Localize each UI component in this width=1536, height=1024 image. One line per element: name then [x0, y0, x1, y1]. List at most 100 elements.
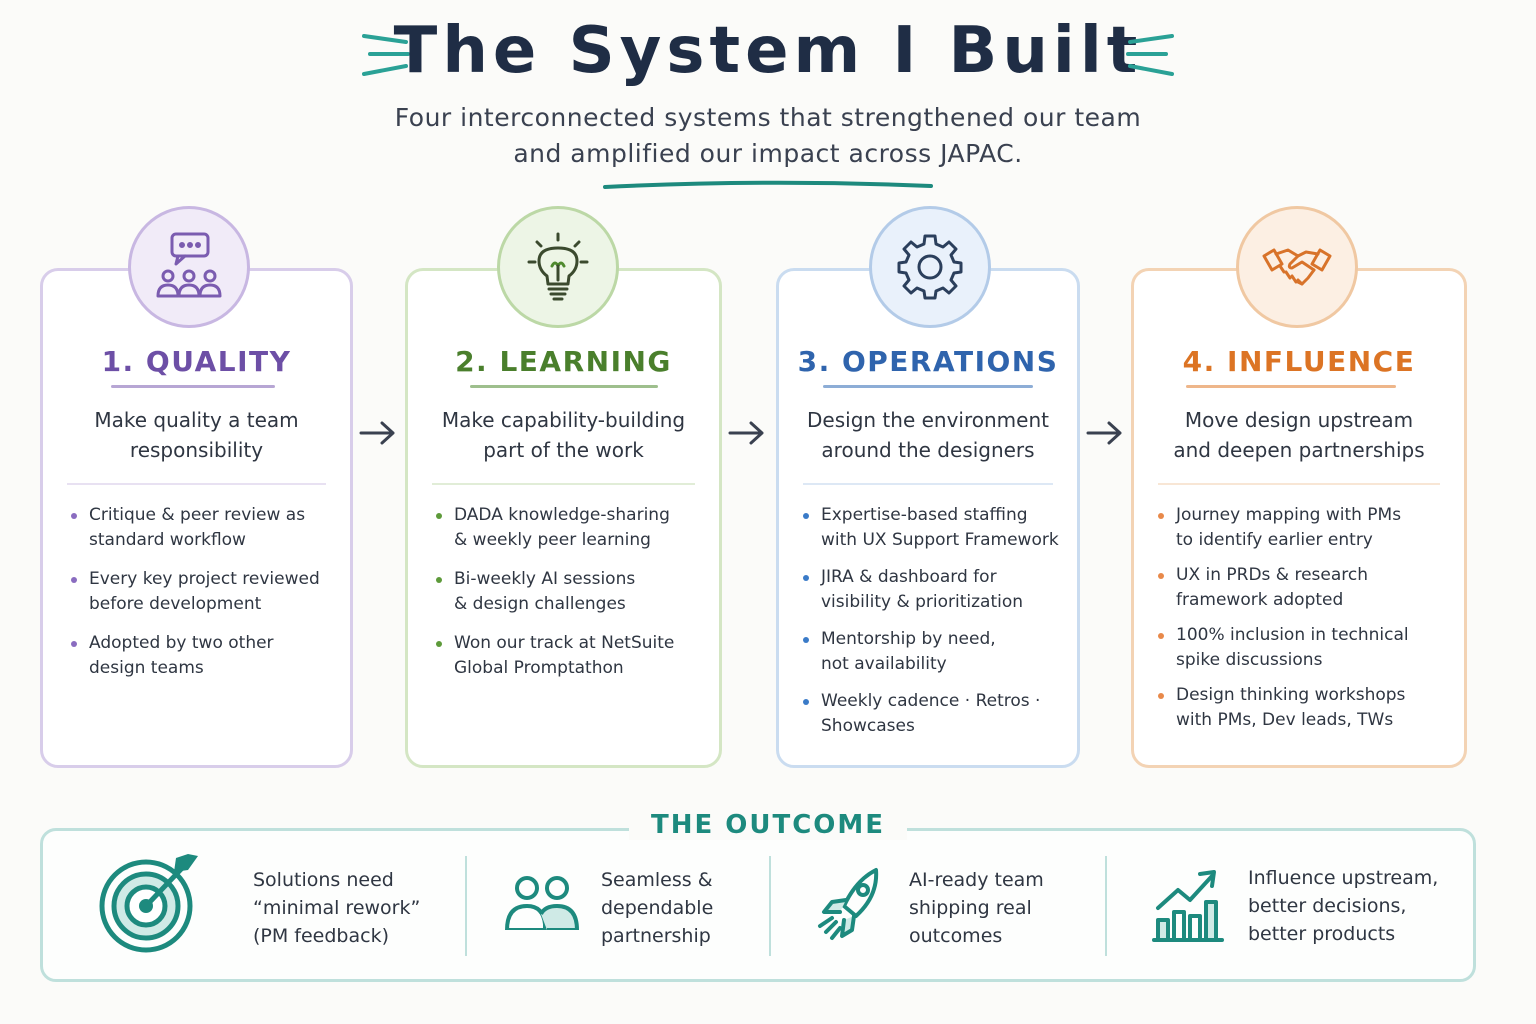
line: better decisions,	[1248, 895, 1407, 917]
line: Solutions need	[253, 869, 394, 891]
line: with PMs, Dev leads, TWs	[1176, 710, 1394, 730]
card-title: 2. LEARNING	[455, 345, 672, 378]
line: & weekly peer learning	[454, 530, 651, 550]
outcome-item: Influence upstream, better decisions, be…	[1152, 850, 1452, 960]
line: & design challenges	[454, 594, 626, 614]
subtitle-line-2: and amplified our impact across JAPAC.	[513, 139, 1023, 168]
line: Journey mapping with PMs	[1176, 505, 1402, 525]
line: 100% inclusion in technical	[1176, 625, 1409, 645]
page-subtitle: Four interconnected systems that strengt…	[0, 100, 1536, 172]
line: (PM feedback)	[253, 925, 389, 947]
divider	[803, 483, 1053, 485]
bullet-list: DADA knowledge-sharing & weekly peer lear…	[434, 503, 705, 695]
line: DADA knowledge-sharing	[454, 505, 670, 525]
line: before development	[89, 594, 262, 614]
outcome-text: Seamless & dependable partnership	[601, 866, 713, 950]
target-icon	[99, 854, 198, 953]
card-quality: 1. QUALITY Make quality a team responsib…	[40, 268, 353, 768]
line: dependable	[601, 897, 714, 919]
outcome-text: Solutions need “minimal rework” (PM feed…	[253, 866, 420, 950]
arrow-right-icon	[1086, 421, 1122, 445]
arrow-right-icon	[359, 421, 395, 445]
divider	[432, 483, 695, 485]
title-underline	[111, 385, 275, 388]
outcome-title: THE OUTCOME	[0, 810, 1536, 840]
title-underline	[823, 385, 1033, 388]
line: AI-ready team	[909, 869, 1044, 891]
card-description: Move design upstream and deepen partners…	[1144, 405, 1454, 465]
list-item: Every key project reviewed before develop…	[69, 567, 336, 617]
line: Mentorship by need,	[821, 629, 996, 649]
line: JIRA & dashboard for	[821, 567, 997, 587]
quality-badge	[128, 206, 250, 328]
desc-line: part of the work	[483, 438, 644, 462]
divider	[1105, 856, 1107, 956]
card-description: Make quality a team responsibility	[53, 405, 340, 465]
subtitle-line-1: Four interconnected systems that strengt…	[394, 103, 1142, 132]
card-title: 1. QUALITY	[101, 345, 292, 378]
line: Design thinking workshops	[1176, 685, 1406, 705]
desc-line: Design the environment	[807, 408, 1049, 432]
page-title: The System I Built	[393, 14, 1143, 88]
line: “minimal rework”	[253, 897, 421, 919]
card-title: 3. OPERATIONS	[797, 345, 1059, 378]
line: Global Promptathon	[454, 658, 624, 678]
list-item: Bi-weekly AI sessions& design challenges	[434, 567, 705, 617]
line: Influence upstream,	[1248, 867, 1439, 889]
title-underline	[1186, 385, 1396, 388]
desc-line: responsibility	[129, 438, 264, 462]
card-learning: 2. LEARNING Make capability-building par…	[405, 268, 722, 768]
line: standard workflow	[89, 530, 246, 550]
line: framework adopted	[1176, 590, 1344, 610]
line: partnership	[601, 925, 711, 947]
list-item: Mentorship by need, not availability	[801, 627, 1063, 677]
outcome-text: Influence upstream, better decisions, be…	[1248, 864, 1438, 948]
handshake-icon	[1262, 248, 1332, 286]
line: Showcases	[821, 716, 915, 736]
influence-badge	[1236, 206, 1358, 328]
outcome-item: AI-ready team shipping real outcomes	[812, 850, 1092, 960]
card-influence: 4. INFLUENCE Move design upstream and de…	[1131, 268, 1467, 768]
lightbulb-icon	[527, 232, 589, 301]
line: Weekly cadence · Retros ·	[821, 691, 1041, 711]
outcome-item: Solutions need “minimal rework” (PM feed…	[98, 850, 438, 960]
card-operations: 3. OPERATIONS Design the environment aro…	[776, 268, 1080, 768]
line: Adopted by two other	[89, 633, 274, 653]
desc-line: Move design upstream	[1184, 408, 1414, 432]
list-item: Design thinking workshops with PMs, Dev l…	[1156, 683, 1450, 733]
header: The System I Built Four interconnected s…	[0, 0, 1536, 200]
line: UX in PRDs & research	[1176, 565, 1369, 585]
arrow-right-icon	[728, 421, 764, 445]
rocket-icon	[818, 868, 879, 940]
team-chat-icon	[156, 232, 222, 298]
desc-line: Make capability-building	[441, 408, 686, 432]
desc-line: around the designers	[821, 438, 1035, 462]
line: better products	[1248, 923, 1396, 945]
desc-line: and deepen partnerships	[1173, 438, 1425, 462]
outcome-item: Seamless & dependable partnership	[505, 850, 755, 960]
outcome-title-text: THE OUTCOME	[628, 810, 908, 840]
list-item: Weekly cadence · Retros · Showcases	[801, 689, 1063, 739]
sparkle-lines-right-icon	[1126, 34, 1174, 76]
title-underline	[470, 385, 658, 388]
list-item: UX in PRDs & research framework adopted	[1156, 563, 1450, 613]
line: Won our track at NetSuite	[454, 633, 675, 653]
gear-icon	[897, 234, 963, 300]
people-icon	[505, 876, 580, 930]
line: Every key project reviewed	[89, 569, 320, 589]
line: not availability	[821, 654, 947, 674]
divider	[67, 483, 326, 485]
divider	[769, 856, 771, 956]
growth-chart-icon	[1152, 870, 1224, 942]
divider	[465, 856, 467, 956]
sparkle-lines-left-icon	[362, 34, 410, 76]
divider	[1158, 483, 1440, 485]
card-title: 4. INFLUENCE	[1182, 345, 1416, 378]
